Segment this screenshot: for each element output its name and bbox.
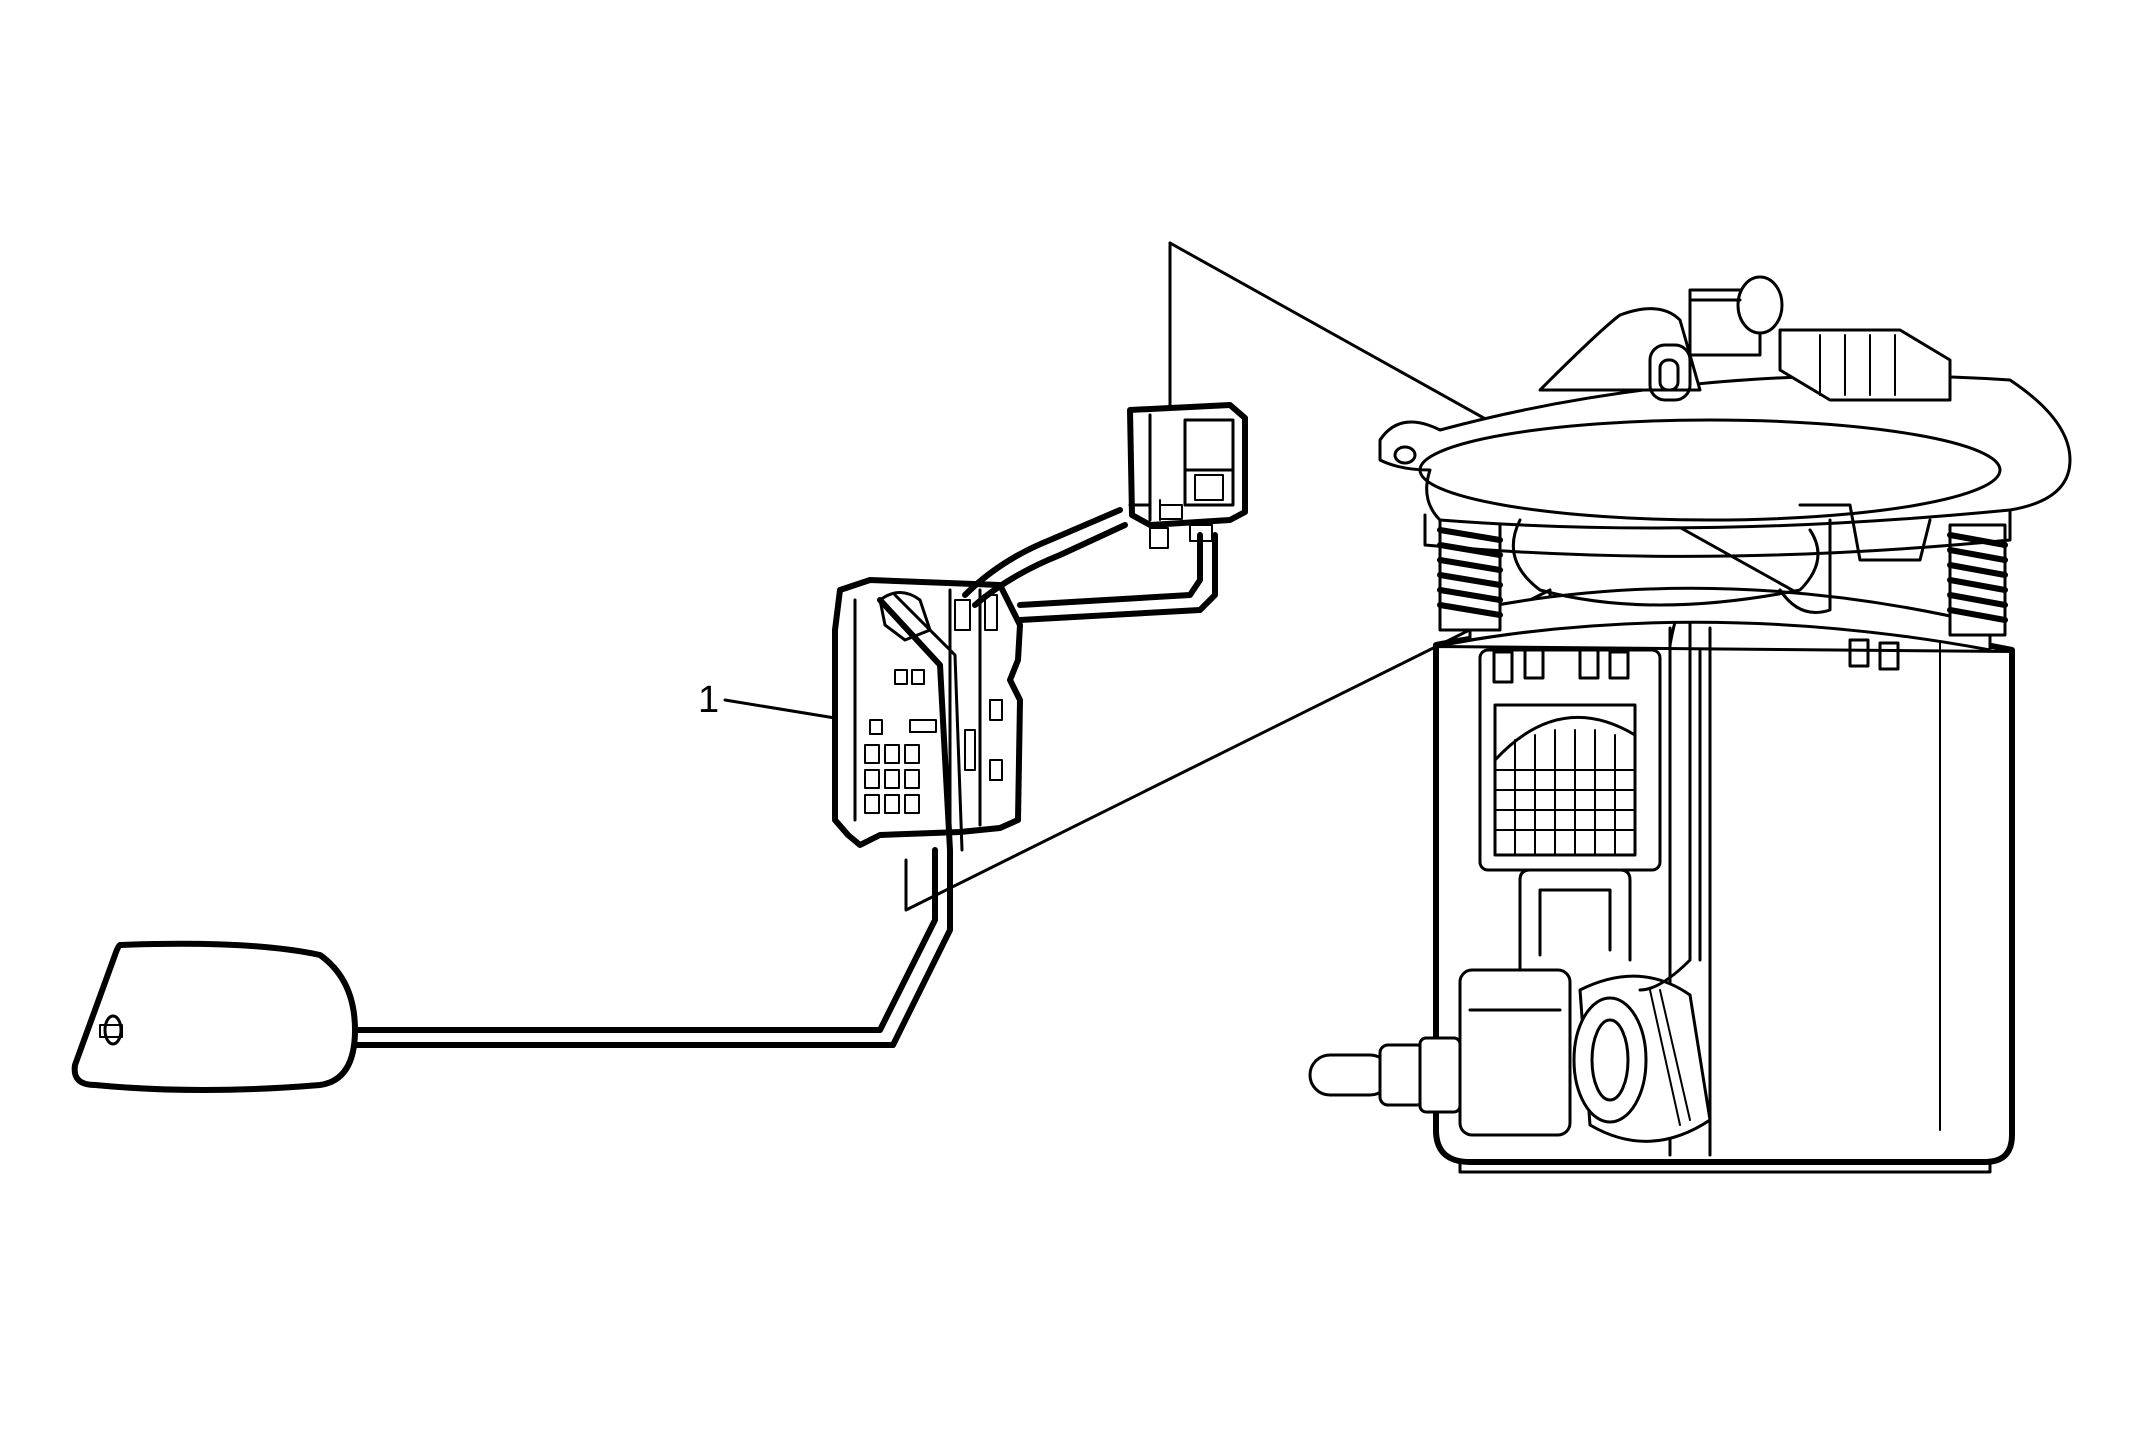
flange-connector <box>1778 328 1952 402</box>
callout-1-leader <box>723 698 837 720</box>
guide-spring-right <box>1947 523 2008 637</box>
fuel-pump-module <box>1308 586 2015 1174</box>
filter-screen <box>1478 648 1662 872</box>
sensor-card <box>832 577 1023 853</box>
inlet-pipe <box>1688 275 1784 357</box>
pump-flange <box>1378 275 2072 637</box>
callout-1-label: 1 <box>698 679 719 721</box>
pump-motor-cap <box>1572 974 1712 1143</box>
outlet-nipple <box>1308 1036 1462 1114</box>
filter-grid <box>1494 729 1636 856</box>
callout-1: 1 <box>698 679 837 721</box>
guide-spring-left <box>1437 518 1503 632</box>
fuel-level-sensor <box>71 402 1248 1093</box>
sensor-float <box>71 940 358 1093</box>
sensor-connector <box>1127 402 1248 549</box>
